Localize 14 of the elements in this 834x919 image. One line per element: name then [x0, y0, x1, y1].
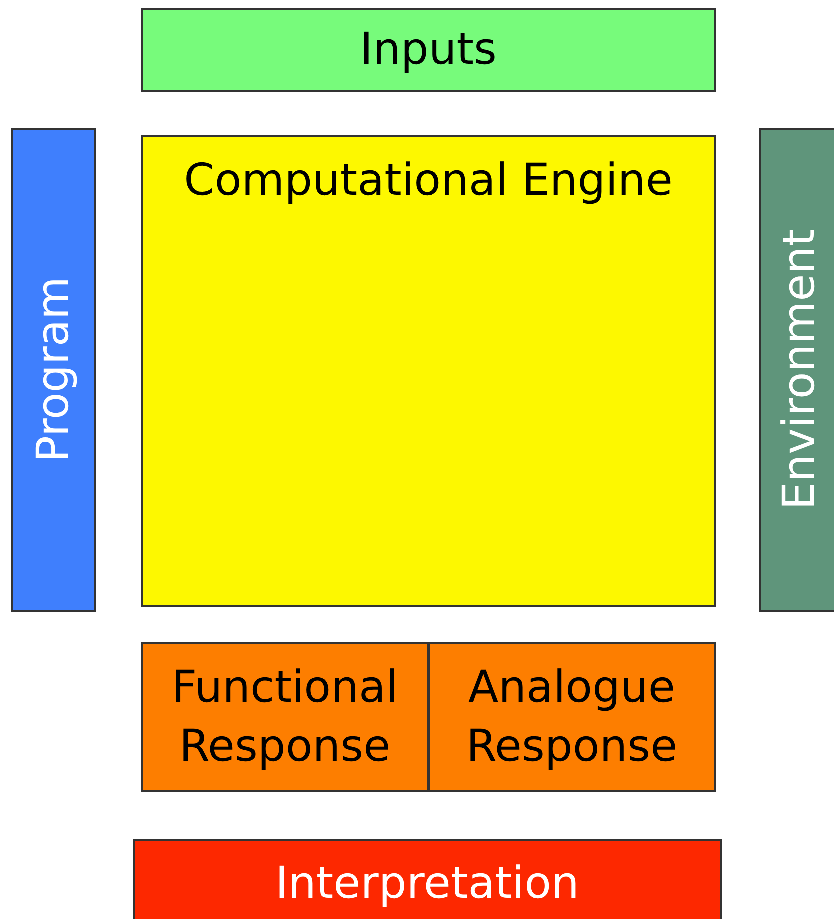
box-label: Functional Response: [170, 660, 400, 774]
response-box: [141, 642, 429, 792]
box-label: Inputs: [360, 23, 497, 78]
box-label: Analogue Response: [465, 660, 679, 774]
interpretation-bar: [133, 839, 722, 919]
environment-bar: [759, 128, 834, 612]
box-label: Computational Engine: [184, 154, 673, 208]
engine-box: [141, 135, 716, 607]
box-label: Environment: [772, 230, 826, 510]
box-label: Interpretation: [276, 857, 580, 912]
program-bar: [11, 128, 96, 612]
input-box: [141, 8, 716, 92]
response-box: [428, 642, 716, 792]
box-label: Program: [26, 277, 80, 463]
